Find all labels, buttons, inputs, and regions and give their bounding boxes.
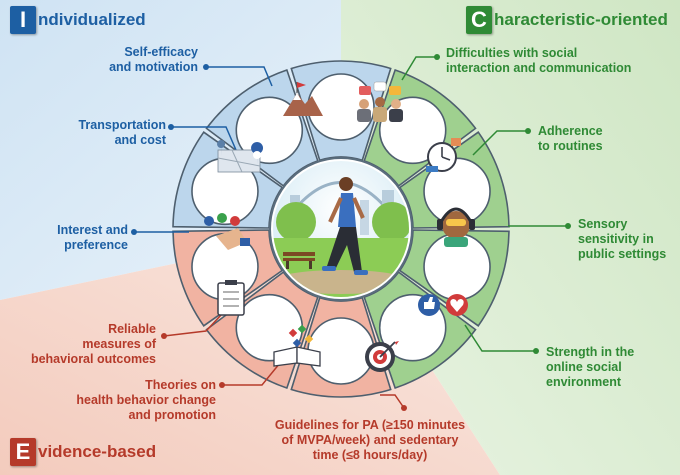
headphones-sensory-icon: [437, 207, 475, 247]
label-theories: Theories on health behavior change and p…: [76, 378, 216, 422]
people-speech-bubbles-icon: [357, 81, 403, 122]
section-evidence: E vidence-based: [10, 438, 156, 466]
label-transportation: Transportation and cost: [78, 118, 166, 147]
target-dart-icon: [365, 341, 399, 372]
section-characteristic: C haracteristic-oriented: [466, 6, 668, 34]
label-reliable: Reliable measures of behavioral outcomes: [30, 322, 156, 366]
section-individualized-title: ndividualized: [38, 10, 146, 29]
connector-lines: [134, 56, 568, 409]
selection-hand-icon: [204, 213, 250, 250]
label-adherence: Adherence to routines: [538, 124, 603, 153]
mountain-flag-icon: [283, 82, 323, 116]
center-walking-woman-illustration: [269, 157, 413, 301]
book-shapes-icon: [273, 324, 321, 367]
badge-i: I: [10, 6, 36, 34]
section-characteristic-title: haracteristic-oriented: [494, 10, 668, 29]
label-interest: Interest and preference: [57, 223, 128, 252]
label-sensory: Sensory sensitivity in public settings: [578, 217, 667, 261]
section-individualized: I ndividualized: [10, 6, 146, 34]
map-pin-icon: [217, 140, 264, 173]
connector-dots: [131, 54, 571, 411]
clock-routine-icon: [426, 138, 461, 172]
label-strength: Strength in the online social environmen…: [546, 345, 635, 389]
label-difficulties: Difficulties with social interaction and…: [446, 46, 632, 75]
badge-c: C: [466, 6, 492, 34]
label-self-efficacy: Self-efficacy and motivation: [109, 45, 198, 74]
checklist-clipboard-icon: [217, 280, 245, 316]
like-heart-icon: [418, 294, 468, 316]
section-evidence-title: vidence-based: [38, 442, 157, 461]
badge-e: E: [10, 438, 36, 466]
label-guidelines: Guidelines for PA (≥150 minutes of MVPA/…: [274, 418, 466, 462]
